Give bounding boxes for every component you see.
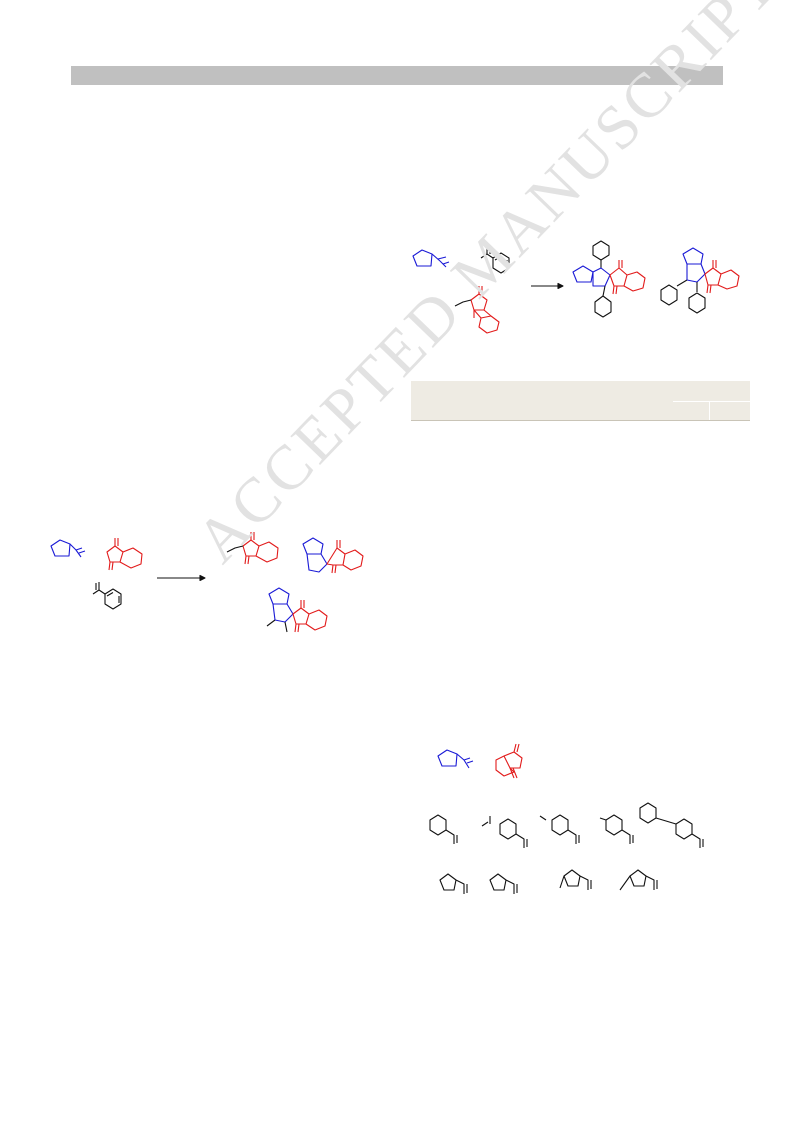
- product-1: [572, 240, 646, 318]
- product-spiro-1: [302, 537, 364, 574]
- indanedione-fragment: [106, 538, 143, 571]
- reaction-scheme-left: [50, 532, 364, 633]
- reaction-arrow: [157, 574, 206, 582]
- table-header-rule-horizontal: [673, 401, 750, 402]
- pyrrolidine-fragment: [437, 749, 474, 769]
- styrene-fragment: [92, 582, 122, 610]
- product-spiro-2: [266, 587, 328, 633]
- pyrrolidine-fragment: [50, 539, 86, 558]
- aryl-substrates-row: [429, 802, 704, 848]
- table-header-band: [411, 381, 750, 421]
- running-header-bar: [71, 66, 723, 85]
- table-header-rule-vertical: [709, 401, 710, 420]
- product-2: [660, 247, 740, 314]
- reaction-scheme-top: [412, 240, 740, 334]
- styrene-fragment: [480, 247, 510, 274]
- thienyl-substrates-row: [439, 869, 658, 894]
- indanedione-fragment: [495, 743, 523, 779]
- substrate-scope-scheme: [429, 743, 704, 894]
- arylidene-fragment: [470, 286, 500, 334]
- product-arylidene: [242, 532, 279, 565]
- table-header-bottom-border: [411, 420, 750, 421]
- reaction-arrow: [531, 282, 564, 290]
- pyrrolidine-fragment: [412, 249, 450, 268]
